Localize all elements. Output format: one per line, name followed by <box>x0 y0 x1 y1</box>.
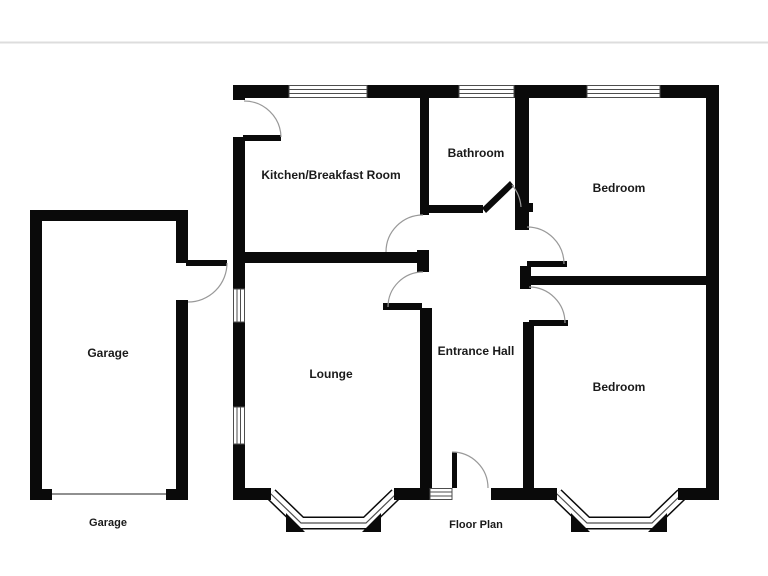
bay-corner <box>362 513 381 532</box>
room-label-kitchen-breakfast: Kitchen/Breakfast Room <box>261 168 400 182</box>
bathroom-door-leaf <box>482 181 514 213</box>
room-label-bedroom-front: Bedroom <box>593 380 646 394</box>
wall-segment <box>491 488 557 500</box>
bathroom-hall-wall <box>425 205 483 213</box>
garage-side-door-leaf <box>186 260 227 266</box>
kitchen-door-arc <box>385 214 424 253</box>
wall-segment <box>176 210 188 263</box>
room-label-lounge: Lounge <box>309 367 353 381</box>
door-arcs-layer <box>187 100 566 489</box>
kitchen-entry-door-leaf <box>243 135 281 141</box>
window <box>458 85 515 98</box>
wall-segment <box>233 85 245 100</box>
walls-layer <box>30 85 719 532</box>
wall-segment <box>678 488 719 500</box>
lounge-door-leaf <box>383 303 422 310</box>
wall-segment <box>417 250 429 272</box>
kitchen-bathroom-wall <box>420 98 429 215</box>
room-label-garage: Garage <box>87 346 129 360</box>
wall-segment <box>176 300 188 500</box>
window <box>586 85 661 98</box>
bedroom-front-door-leaf <box>529 320 568 326</box>
caption-floor-plan: Floor Plan <box>449 519 503 531</box>
window <box>288 85 368 98</box>
bay-window-centerline-layer <box>270 493 683 524</box>
garage-side-door-arc <box>187 262 228 303</box>
wall-segment <box>233 444 245 500</box>
kitchen-entry-door-arc <box>243 100 282 138</box>
labels-layer: Garage Kitchen/Breakfast Room Bathroom B… <box>87 146 645 531</box>
wall-segment <box>514 85 587 98</box>
room-label-entrance-hall: Entrance Hall <box>438 344 515 358</box>
wall-segment <box>233 488 271 500</box>
hall-bedroom-wall <box>523 322 534 492</box>
wall-segment <box>520 266 531 289</box>
bathroom-bedroom-wall <box>515 98 529 230</box>
caption-garage: Garage <box>89 517 127 529</box>
bedrooms-divider-wall <box>527 276 708 285</box>
bedroom-bay-centerline <box>556 493 683 524</box>
bay-corner <box>571 513 590 532</box>
bay-corner <box>286 513 305 532</box>
front-door-leaf <box>452 452 457 488</box>
front-door-arc <box>451 451 489 489</box>
lounge-bay-centerline <box>270 493 397 524</box>
lounge-hall-wall <box>420 308 432 492</box>
lounge-door-arc <box>387 271 424 308</box>
bedroom-rear-door-leaf <box>527 261 567 267</box>
wall-segment <box>30 210 42 500</box>
wall-segment <box>660 85 719 98</box>
wall-segment <box>30 489 52 500</box>
windows-layer <box>52 85 661 500</box>
bay-corner <box>648 513 667 532</box>
window <box>233 288 245 323</box>
window <box>233 406 245 445</box>
wall-segment <box>367 85 459 98</box>
wall-segment <box>233 137 245 289</box>
room-label-bathroom: Bathroom <box>448 146 505 160</box>
wall-segment <box>706 85 719 500</box>
bedroom-rear-door-arc <box>526 226 565 265</box>
bedroom-front-door-arc <box>528 286 566 324</box>
wall-segment <box>233 85 289 98</box>
window <box>429 488 453 500</box>
bathroom-door-arc <box>511 184 522 208</box>
room-label-bedroom-rear: Bedroom <box>593 181 646 195</box>
wall-segment <box>233 322 245 407</box>
kitchen-lounge-wall <box>243 252 422 263</box>
wall-segment <box>30 210 188 221</box>
wall-segment <box>166 489 188 500</box>
